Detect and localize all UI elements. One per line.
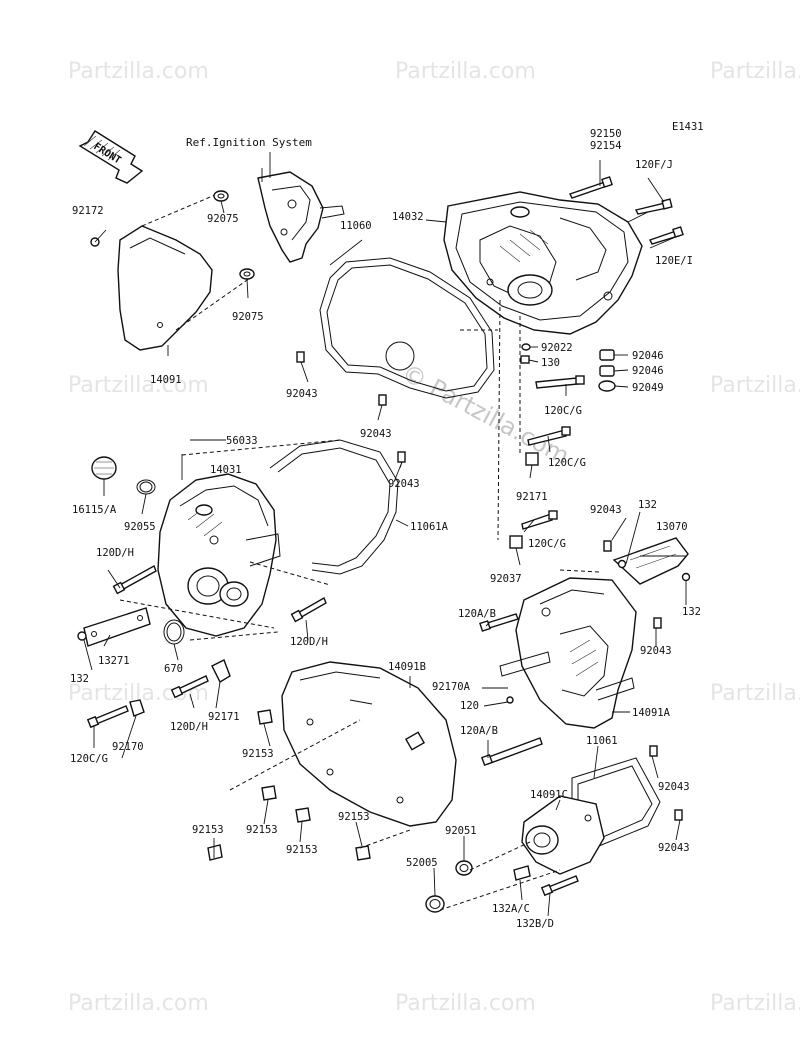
callout-14091A[interactable]: 14091A xyxy=(632,707,671,719)
screws-92153 xyxy=(207,709,371,861)
callout-132[interactable]: 132 xyxy=(682,606,701,618)
callout-92043[interactable]: 92043 xyxy=(286,388,318,400)
callout-120A-B[interactable]: 120A/B xyxy=(460,725,498,737)
callout-11061[interactable]: 11061 xyxy=(586,735,618,747)
alignment-lines xyxy=(83,152,687,917)
callout-670[interactable]: 670 xyxy=(164,663,183,675)
watermark-text: Partzilla.com xyxy=(395,991,536,1016)
dowel-pins-92043 xyxy=(296,351,683,821)
callout-92153[interactable]: 92153 xyxy=(246,824,278,836)
washers-92075 xyxy=(90,190,255,280)
callout-labels: E1431 Ref.Ignition System 92172 92075 92… xyxy=(70,121,704,930)
callout-120C-G[interactable]: 120C/G xyxy=(528,538,566,550)
callout-120D-H[interactable]: 120D/H xyxy=(170,721,208,733)
gasket-11061A xyxy=(269,439,399,575)
callout-92043[interactable]: 92043 xyxy=(640,645,672,657)
callout-120D-H[interactable]: 120D/H xyxy=(290,636,328,648)
callout-14091C[interactable]: 14091C xyxy=(530,789,568,801)
callout-120C-G[interactable]: 120C/G xyxy=(70,753,108,765)
callout-11060[interactable]: 11060 xyxy=(340,220,372,232)
callout-92075[interactable]: 92075 xyxy=(232,311,264,323)
callout-92043[interactable]: 92043 xyxy=(388,478,420,490)
callout-92046[interactable]: 92046 xyxy=(632,350,664,362)
callout-92154[interactable]: 92154 xyxy=(590,140,622,152)
reference-label: Ref.Ignition System xyxy=(186,136,312,149)
callout-92043[interactable]: 92043 xyxy=(658,781,690,793)
callout-92043[interactable]: 92043 xyxy=(360,428,392,440)
callout-92075[interactable]: 92075 xyxy=(207,213,239,225)
plate-13070 xyxy=(612,537,691,585)
callout-92171[interactable]: 92171 xyxy=(516,491,548,503)
cover-14031 xyxy=(157,473,281,637)
callout-92172[interactable]: 92172 xyxy=(72,205,104,217)
callout-120[interactable]: 120 xyxy=(460,700,479,712)
callout-120D-H[interactable]: 120D/H xyxy=(96,547,134,559)
callout-132A-C[interactable]: 132A/C xyxy=(492,903,530,915)
watermark-text: Partzilla.com xyxy=(710,681,800,706)
callout-16115-A[interactable]: 16115/A xyxy=(72,504,117,516)
callout-56033[interactable]: 56033 xyxy=(226,435,258,447)
spacers-92046-92049 xyxy=(509,343,616,549)
callout-120C-G[interactable]: 120C/G xyxy=(548,457,586,469)
front-arrow: FRONT xyxy=(78,130,144,184)
bolts-upper-right xyxy=(521,176,684,530)
callout-120F-J[interactable]: 120F/J xyxy=(635,159,673,171)
callout-92153[interactable]: 92153 xyxy=(338,811,370,823)
case-14032 xyxy=(443,191,661,335)
callout-92150[interactable]: 92150 xyxy=(590,128,622,140)
bolts-right xyxy=(479,613,579,897)
plate-13271 xyxy=(83,607,151,647)
callout-92049[interactable]: 92049 xyxy=(632,382,664,394)
watermark-text: Partzilla.com xyxy=(68,59,209,84)
callout-13070[interactable]: 13070 xyxy=(656,521,688,533)
callout-92153[interactable]: 92153 xyxy=(286,844,318,856)
callout-120A-B[interactable]: 120A/B xyxy=(458,608,496,620)
callout-132[interactable]: 132 xyxy=(70,673,89,685)
callout-92171[interactable]: 92171 xyxy=(208,711,240,723)
callout-120E-I[interactable]: 120E/I xyxy=(655,255,693,267)
watermark-text: Partzilla.com xyxy=(710,59,800,84)
callout-92153[interactable]: 92153 xyxy=(192,824,224,836)
callout-92043[interactable]: 92043 xyxy=(658,842,690,854)
callout-132[interactable]: 132 xyxy=(638,499,657,511)
ignition-bracket xyxy=(257,168,345,263)
diagram-code: E1431 xyxy=(672,121,704,133)
callout-14032[interactable]: 14032 xyxy=(392,211,424,223)
watermark-text: Partzilla.com xyxy=(68,991,209,1016)
callout-120C-G[interactable]: 120C/G xyxy=(544,405,582,417)
callout-14091[interactable]: 14091 xyxy=(150,374,182,386)
callout-92170A[interactable]: 92170A xyxy=(432,681,471,693)
callout-14091B[interactable]: 14091B xyxy=(388,661,426,673)
gasket-11060 xyxy=(319,257,495,399)
callout-92046[interactable]: 92046 xyxy=(632,365,664,377)
watermark-text: Partzilla.com xyxy=(68,373,209,398)
part-14091-cover xyxy=(117,191,251,351)
callout-132B-D[interactable]: 132B/D xyxy=(516,918,554,930)
callout-52005[interactable]: 52005 xyxy=(406,857,438,869)
callout-92043[interactable]: 92043 xyxy=(590,504,622,516)
watermark-text: Partzilla.com xyxy=(395,59,536,84)
watermark-text: Partzilla.com xyxy=(710,373,800,398)
callout-92051[interactable]: 92051 xyxy=(445,825,477,837)
callout-92037[interactable]: 92037 xyxy=(490,573,522,585)
callout-130[interactable]: 130 xyxy=(541,357,560,369)
callout-14031[interactable]: 14031 xyxy=(210,464,242,476)
callout-92022[interactable]: 92022 xyxy=(541,342,573,354)
callout-92055[interactable]: 92055 xyxy=(124,521,156,533)
bolts-left xyxy=(77,565,327,729)
callout-13271[interactable]: 13271 xyxy=(98,655,130,667)
callout-11061A[interactable]: 11061A xyxy=(410,521,449,533)
cover-14091B xyxy=(281,661,457,827)
callout-92153[interactable]: 92153 xyxy=(242,748,274,760)
watermark-text: Partzilla.com xyxy=(710,991,800,1016)
callout-92170[interactable]: 92170 xyxy=(112,741,144,753)
housing-14091A xyxy=(499,577,637,729)
cover-14091C xyxy=(521,795,605,875)
